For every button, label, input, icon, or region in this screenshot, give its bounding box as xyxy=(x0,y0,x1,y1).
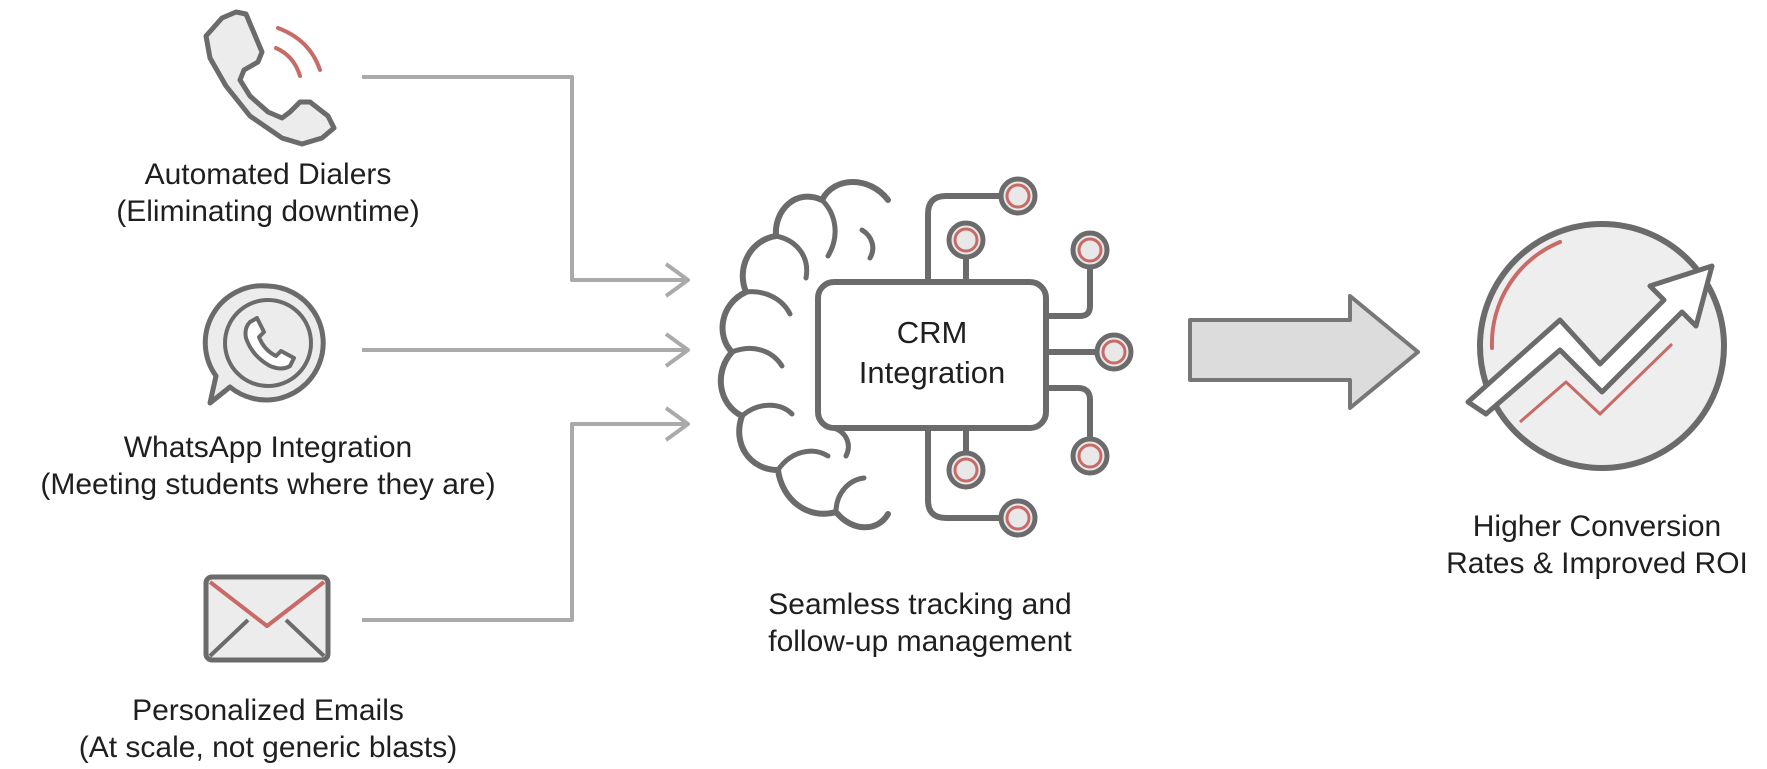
crm-title-line1: CRM xyxy=(896,315,968,350)
crm-caption-line1: Seamless tracking and xyxy=(768,588,1072,621)
dialers-subtitle: (Eliminating downtime) xyxy=(116,195,420,228)
emails-label: Personalized Emails (At scale, not gener… xyxy=(43,692,493,766)
growth-chart-icon xyxy=(1465,221,1727,471)
phone-icon xyxy=(203,9,337,147)
connector-emails xyxy=(362,406,690,622)
crm-caption: Seamless tracking and follow-up manageme… xyxy=(720,586,1120,660)
outcome-label: Higher Conversion Rates & Improved ROI xyxy=(1432,508,1762,582)
crm-caption-line2: follow-up management xyxy=(768,625,1072,658)
connector-whatsapp xyxy=(362,332,690,368)
emails-title: Personalized Emails xyxy=(132,694,404,727)
crm-title-line2: Integration xyxy=(858,355,1006,390)
dialers-label: Automated Dialers (Eliminating downtime) xyxy=(93,156,443,230)
crm-title: CRM Integration xyxy=(812,313,1052,393)
whatsapp-icon xyxy=(202,283,326,406)
result-arrow xyxy=(1188,294,1420,410)
connector-dialers xyxy=(362,75,690,298)
outcome-title-line2: Rates & Improved ROI xyxy=(1446,547,1748,580)
brain-circuit-icon xyxy=(717,176,1134,538)
outcome-title-line1: Higher Conversion xyxy=(1472,510,1722,543)
whatsapp-subtitle: (Meeting students where they are) xyxy=(40,468,496,501)
envelope-icon xyxy=(203,574,331,663)
whatsapp-title: WhatsApp Integration xyxy=(123,431,413,464)
whatsapp-label: WhatsApp Integration (Meeting students w… xyxy=(8,429,528,503)
emails-subtitle: (At scale, not generic blasts) xyxy=(78,731,458,764)
dialers-title: Automated Dialers xyxy=(144,158,392,191)
